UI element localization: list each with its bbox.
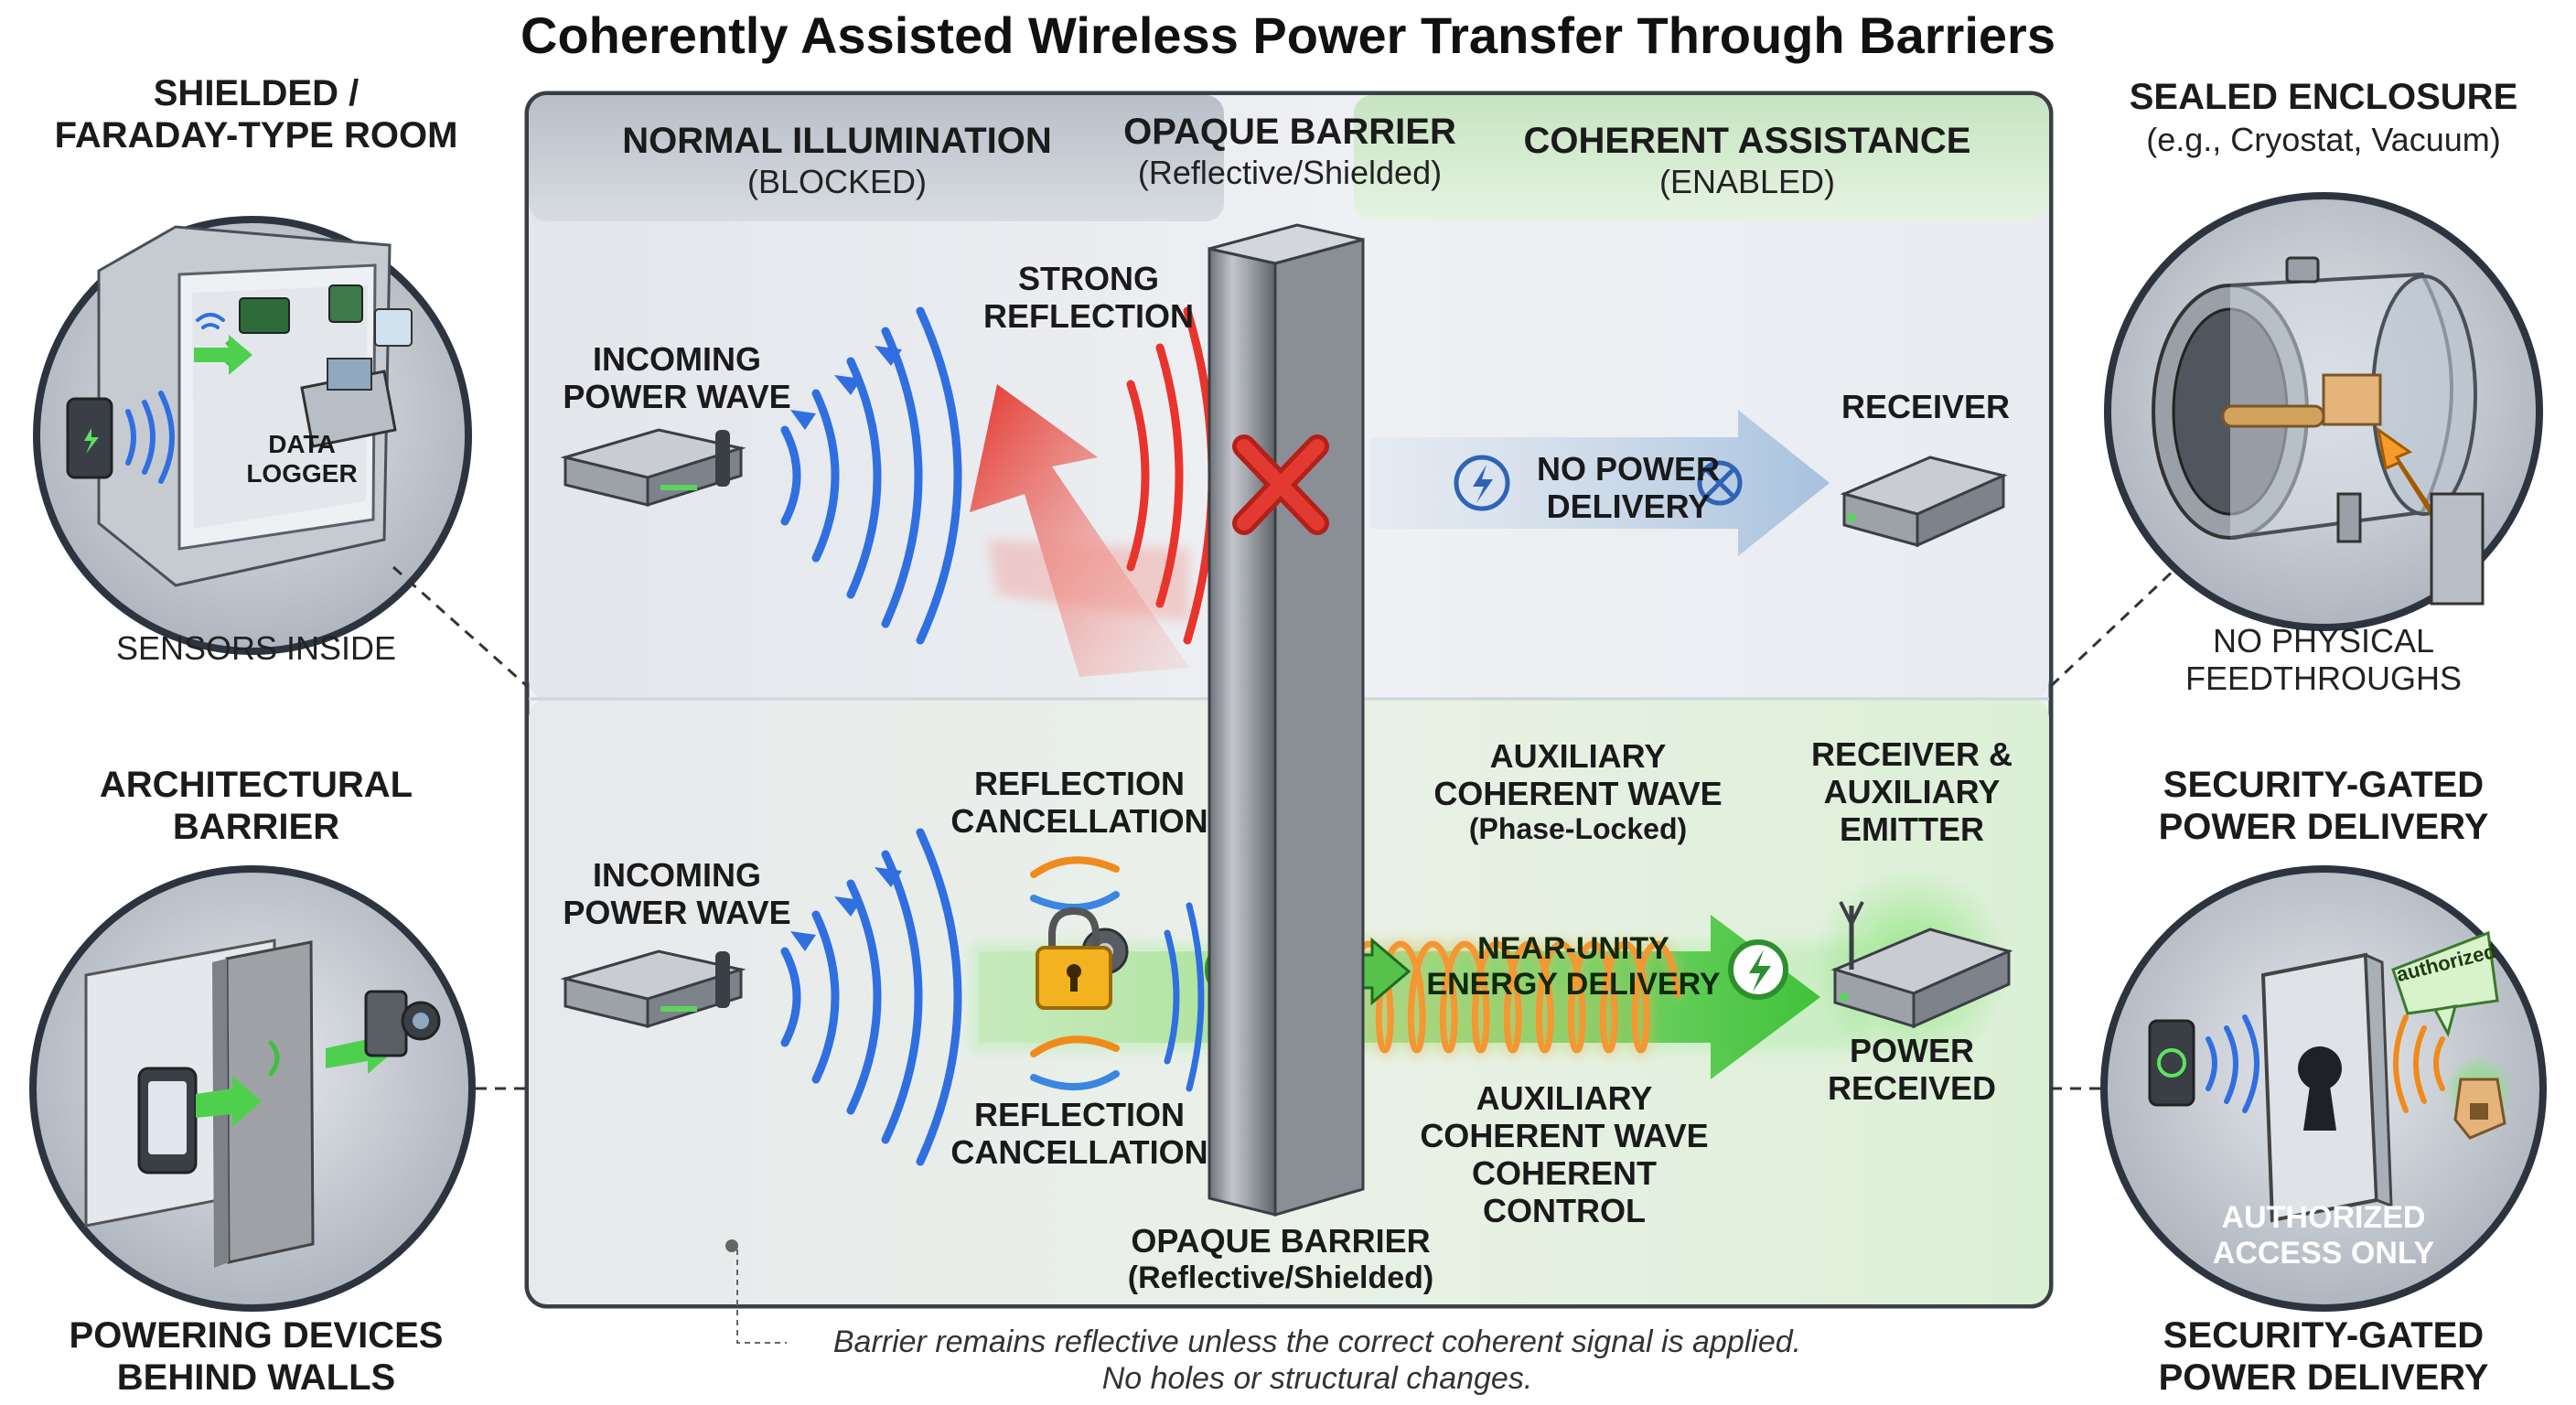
incoming-top-line1: INCOMING — [593, 340, 761, 378]
delivery-line2: ENERGY DELIVERY — [1426, 966, 1721, 1002]
receiver-emitter-line2: AUXILIARY — [1823, 773, 2001, 811]
aux-line1: AUXILIARY — [1489, 737, 1667, 775]
coherent-assistance-heading: COHERENT ASSISTANCE — [1523, 121, 1971, 161]
incoming-bottom-line1: INCOMING — [593, 856, 761, 894]
incoming-wave-bottom-label: INCOMING POWER WAVE — [531, 856, 823, 931]
security-gated-caption-line1: SECURITY-GATED — [2163, 1315, 2485, 1356]
strong-reflection-label: STRONG REFLECTION — [951, 260, 1226, 335]
receiver-emitter-line1: RECEIVER & — [1810, 735, 2013, 773]
coherent-assistance-state: (ENABLED) — [1658, 163, 1836, 200]
no-power-line1: NO POWER — [1536, 450, 1720, 488]
no-power-delivery-label: NO POWER DELIVERY — [1500, 450, 1756, 525]
aux-line2: COHERENT WAVE — [1433, 775, 1723, 813]
control-line3: COHERENT — [1471, 1154, 1657, 1193]
security-gated-illustration — [2100, 865, 2547, 1312]
security-gated-heading: SECURITY-GATED POWER DELIVERY — [2077, 765, 2571, 848]
architectural-barrier-illustration — [29, 865, 476, 1312]
sensors-inside-caption: SENSORS INSIDE — [115, 629, 397, 667]
receiver-emitter-line3: EMITTER — [1840, 810, 1984, 849]
powering-devices-caption: POWERING DEVICES BEHIND WALLS — [18, 1315, 494, 1399]
opaque-barrier — [1208, 223, 1365, 1217]
sealed-enclosure-illustration — [2104, 192, 2543, 631]
receiver-top-label: RECEIVER — [1841, 388, 2011, 425]
cancel-bottom-line2: CANCELLATION — [950, 1133, 1208, 1172]
transmitter-top — [560, 428, 746, 508]
no-power-arrow — [1370, 410, 1830, 556]
incoming-wave-top-label: INCOMING POWER WAVE — [531, 340, 823, 415]
receiver-emitter-device — [1830, 901, 2013, 1029]
coherent-control-label: AUXILIARY COHERENT WAVE COHERENT CONTROL — [1400, 1079, 1729, 1229]
lightning-icon-blue — [1454, 455, 1510, 511]
delivery-line1: NEAR-UNITY — [1477, 931, 1669, 966]
power-received-line2: RECEIVED — [1827, 1069, 1997, 1108]
architectural-barrier-heading: ARCHITECTURAL BARRIER — [18, 765, 494, 848]
receiver-top-device — [1840, 456, 2008, 548]
no-feedthroughs-line1: NO PHYSICAL — [2212, 622, 2435, 660]
page-title: Coherently Assisted Wireless Power Trans… — [521, 6, 2055, 64]
cancel-top-line1: REFLECTION — [974, 765, 1185, 802]
control-line4: CONTROL — [1483, 1192, 1646, 1230]
barrier-top-heading: OPAQUE BARRIER — [1123, 112, 1456, 152]
security-gated-caption: SECURITY-GATED POWER DELIVERY — [2077, 1315, 2571, 1399]
transmitter-bottom — [560, 949, 746, 1029]
data-logger-line2: LOGGER — [246, 458, 358, 488]
aux-line3: (Phase-Locked) — [1468, 812, 1688, 846]
cancellation-arrows-top — [1030, 856, 1120, 911]
auxiliary-wave-label: AUXILIARY COHERENT WAVE (Phase-Locked) — [1409, 737, 1747, 846]
security-gated-caption-line2: POWER DELIVERY — [2158, 1357, 2489, 1398]
architectural-barrier-line2: BARRIER — [172, 806, 340, 847]
strong-reflection-line2: REFLECTION — [983, 297, 1194, 336]
control-line2: COHERENT WAVE — [1420, 1117, 1709, 1155]
shielded-room-heading: SHIELDED / FARADAY-TYPE ROOM — [18, 73, 494, 156]
barrier-top-sub: (Reflective/Shielded) — [1137, 154, 1443, 191]
no-feedthroughs-caption: NO PHYSICAL FEEDTHROUGHS — [2077, 622, 2571, 697]
cancel-top-line2: CANCELLATION — [950, 802, 1208, 841]
no-feedthroughs-line2: FEEDTHROUGHS — [2184, 660, 2462, 698]
blocked-icon — [1697, 460, 1743, 506]
no-power-line2: DELIVERY — [1546, 488, 1711, 526]
near-unity-delivery-label: NEAR-UNITY ENERGY DELIVERY — [1409, 931, 1738, 1003]
receiver-emitter-label: RECEIVER & AUXILIARY EMITTER — [1775, 735, 2049, 848]
reflection-cancellation-bottom-label: REFLECTION CANCELLATION — [942, 1096, 1217, 1171]
footnote-line1: Barrier remains reflective unless the co… — [832, 1325, 1802, 1359]
authorized-access-line2: ACCESS ONLY — [2212, 1235, 2435, 1271]
cancellation-arrows-bottom — [1030, 1035, 1120, 1090]
incoming-wave-bottom — [780, 828, 962, 1166]
incoming-top-line2: POWER WAVE — [563, 378, 791, 416]
power-received-line1: POWER — [1849, 1032, 1974, 1069]
architectural-barrier-line1: ARCHITECTURAL — [99, 765, 413, 805]
authorized-access-label: AUTHORIZED ACCESS ONLY — [2177, 1200, 2470, 1271]
sealed-enclosure-heading: SEALED ENCLOSURE — [2129, 77, 2518, 117]
security-gated-heading-line1: SECURITY-GATED — [2163, 765, 2485, 805]
data-logger-label: DATA LOGGER — [220, 430, 384, 488]
strong-reflection-line1: STRONG — [1017, 260, 1159, 297]
power-received-label: POWER RECEIVED — [1775, 1032, 2049, 1107]
powering-devices-line2: BEHIND WALLS — [116, 1357, 396, 1398]
control-line1: AUXILIARY — [1476, 1079, 1653, 1117]
sealed-enclosure-subheading: (e.g., Cryostat, Vacuum) — [2146, 121, 2501, 158]
barrier-bottom-heading: OPAQUE BARRIER — [1131, 1222, 1431, 1260]
normal-illumination-heading: NORMAL ILLUMINATION — [622, 121, 1052, 161]
blocked-x-icon — [1232, 434, 1329, 535]
lock-gear-icon — [1036, 906, 1129, 1010]
incoming-wave-top — [780, 306, 962, 645]
authorized-access-line1: AUTHORIZED — [2221, 1200, 2426, 1235]
cancel-bottom-line1: REFLECTION — [974, 1096, 1185, 1133]
shielded-room-heading-line2: FARADAY-TYPE ROOM — [54, 114, 458, 156]
powering-devices-line1: POWERING DEVICES — [69, 1315, 444, 1356]
incoming-bottom-line2: POWER WAVE — [563, 894, 791, 932]
reflection-cancellation-top-label: REFLECTION CANCELLATION — [942, 765, 1217, 840]
faraday-room-illustration — [33, 216, 472, 655]
normal-illumination-state: (BLOCKED) — [746, 163, 928, 200]
footnote-line2: No holes or structural changes. — [1101, 1361, 1533, 1396]
shielded-room-heading-line1: SHIELDED / — [153, 73, 360, 113]
data-logger-line1: DATA — [268, 430, 336, 458]
security-gated-heading-line2: POWER DELIVERY — [2158, 806, 2489, 847]
barrier-bottom-sub: (Reflective/Shielded) — [1127, 1260, 1434, 1295]
